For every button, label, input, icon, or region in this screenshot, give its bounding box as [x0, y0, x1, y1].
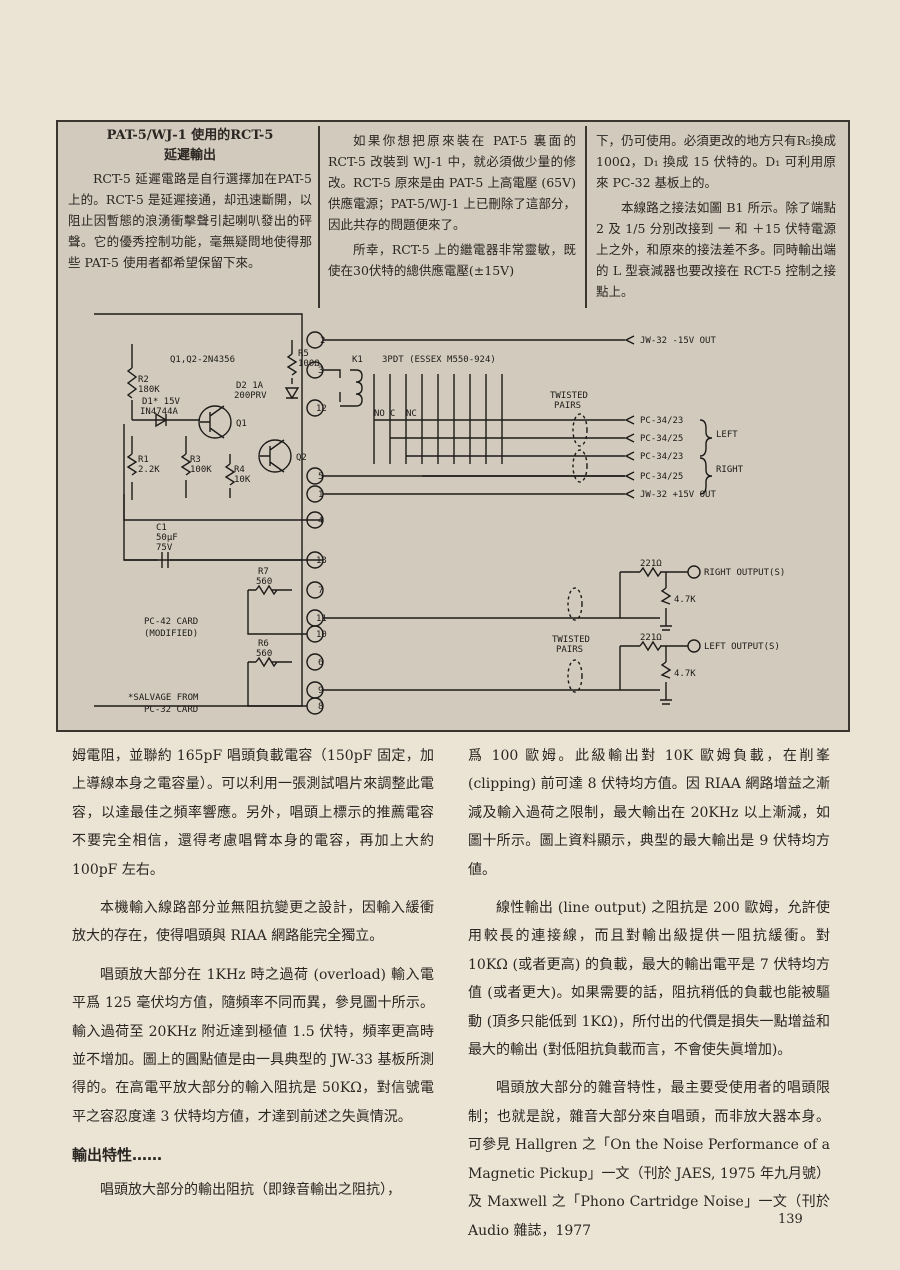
d2-label: D2 1A — [236, 381, 264, 391]
r6-value: 560 — [256, 649, 272, 659]
right-channel-label: RIGHT — [716, 465, 744, 475]
terminal-label: 2 — [320, 336, 325, 346]
transistor-label: Q1,Q2-2N4356 — [170, 355, 235, 365]
terminal-label: 1 — [318, 490, 323, 500]
terminal-label: 5 — [318, 472, 323, 482]
d1-label: D1* 15V — [142, 397, 181, 407]
terminal-label: 10 — [316, 630, 327, 640]
r4-label: R4 — [234, 465, 245, 475]
relay-no-label: NO — [374, 409, 385, 419]
d2-value: 200PRV — [234, 391, 267, 401]
sidebar-title: PAT-5/WJ-1 使用的RCT-5 延遲輸出 — [68, 126, 312, 166]
q2-label: Q2 — [296, 453, 307, 463]
c1-voltage: 75V — [156, 543, 173, 553]
resistor-label: 221Ω — [640, 633, 662, 643]
jw32-pos-label: JW-32 +15V OUT — [640, 490, 716, 500]
rct5-circuit-schematic: 2 3 12 5 1 4 13 7 11 10 6 9 8 Q1,Q2-2N43… — [94, 313, 785, 715]
sidebar-column-2: 如果你想把原來裝在 PAT-5 裏面的 RCT-5 改裝到 WJ-1 中，就必須… — [328, 130, 576, 285]
sidebar-paragraph: RCT-5 延遲電路是自行選擇加在PAT-5 上的。RCT-5 是延遲接通，却迅… — [68, 171, 312, 270]
column-divider — [585, 126, 587, 308]
r4-value: 10K — [234, 475, 251, 485]
sidebar-paragraph: 如果你想把原來裝在 PAT-5 裏面的 RCT-5 改裝到 WJ-1 中，就必須… — [328, 133, 576, 232]
pc-label: PC-34/23 — [640, 416, 683, 426]
sidebar-paragraph: 所幸，RCT-5 上的繼電器非常靈敏，既使在30伏特的總供應電壓(±15V) — [328, 242, 576, 278]
relay-label: 3PDT (ESSEX M550-924) — [382, 355, 496, 365]
r5-value: 100Ω — [298, 359, 320, 369]
left-channel-label: LEFT — [716, 430, 738, 440]
c1-label: C1 — [156, 523, 167, 533]
terminal-label: 11 — [316, 614, 327, 624]
terminal-label: 4 — [318, 516, 323, 526]
terminal-label: 12 — [316, 404, 327, 414]
r2-label: R2 — [138, 375, 149, 385]
r1-value: 2.2K — [138, 465, 160, 475]
r7-label: R7 — [258, 567, 269, 577]
pc-label: PC-34/25 — [640, 472, 683, 482]
terminal-label: 3 — [318, 366, 323, 376]
resistor-label: 221Ω — [640, 559, 662, 569]
right-output-label: RIGHT OUTPUT(S) — [704, 568, 785, 578]
sidebar-column-1: PAT-5/WJ-1 使用的RCT-5 延遲輸出 RCT-5 延遲電路是自行選擇… — [68, 126, 312, 277]
twisted-pairs-label: PAIRS — [554, 401, 581, 411]
schematic-text: 2 3 12 5 1 4 13 7 11 10 6 9 8 Q1,Q2-2N43… — [128, 336, 785, 715]
body-paragraph: 本機輸入線路部分並無阻抗變更之設計，因輸入緩衝放大的存在，使得唱頭與 RIAA … — [72, 900, 434, 945]
q1-label: Q1 — [236, 419, 247, 429]
relay-nc-label: NC — [406, 409, 417, 419]
d1-part: IN4744A — [140, 407, 179, 417]
r1-label: R1 — [138, 455, 149, 465]
card-label: PC-42 CARD — [144, 617, 198, 627]
page-number: 139 — [778, 1212, 803, 1227]
twisted-pairs-label: TWISTED — [550, 391, 588, 401]
pc-label: PC-34/25 — [640, 434, 683, 444]
r7-value: 560 — [256, 577, 272, 587]
sidebar-figure-box — [56, 120, 850, 732]
r5-label: R5 — [298, 349, 309, 359]
sidebar-title-line2: 延遲輸出 — [163, 148, 216, 163]
terminal-label: 7 — [318, 586, 323, 596]
section-heading: 輸出特性…… — [72, 1146, 163, 1165]
twisted-pairs-label: PAIRS — [556, 645, 583, 655]
salvage-note: *SALVAGE FROM — [128, 693, 199, 703]
column-divider — [318, 126, 320, 308]
terminal-label: 8 — [318, 702, 323, 712]
relay-c-label: C — [390, 409, 395, 419]
resistor-label: 4.7K — [674, 669, 696, 679]
pc-label: PC-34/23 — [640, 452, 683, 462]
salvage-note-card: PC-32 CARD — [144, 705, 198, 715]
r6-label: R6 — [258, 639, 269, 649]
r3-label: R3 — [190, 455, 201, 465]
r2-value: 180K — [138, 385, 160, 395]
body-paragraph: 唱頭放大部分的輸出阻抗（即錄音輸出之阻抗）， — [100, 1181, 401, 1198]
terminal-label: 6 — [318, 658, 323, 668]
c1-value: 50μF — [156, 533, 178, 543]
body-paragraph: 唱頭放大部分的雜音特性，最主要受使用者的唱頭限制；也就是說，雜音大部分來自唱頭，… — [468, 1080, 831, 1239]
jw32-neg-label: JW-32 -15V OUT — [640, 336, 716, 346]
body-left-column: 姆電阻，並聯約 165pF 唱頭負載電容（150pF 固定，加上導線本身之電容量… — [72, 742, 434, 1214]
left-output-label: LEFT OUTPUT(S) — [704, 642, 780, 652]
sidebar-title-line1: PAT-5/WJ-1 使用的RCT-5 — [106, 128, 274, 143]
twisted-pairs-label: TWISTED — [552, 635, 590, 645]
card-label-modified: (MODIFIED) — [144, 629, 198, 639]
body-paragraph: 爲 100 歐姆。此級輸出對 10K 歐姆負載，在削峯 (clipping) 前… — [468, 748, 830, 878]
r3-value: 100K — [190, 465, 212, 475]
sidebar-paragraph: 下，仍可使用。必須更改的地方只有R₅換成 100Ω，D₁ 換成 15 伏特的。D… — [596, 133, 836, 190]
sidebar-column-3: 下，仍可使用。必須更改的地方只有R₅換成 100Ω，D₁ 換成 15 伏特的。D… — [596, 130, 836, 306]
body-paragraph: 線性輸出 (line output) 之阻抗是 200 歐姆，允許使用較長的連接… — [468, 900, 830, 1059]
terminal-label: 9 — [318, 686, 323, 696]
k1-label: K1 — [352, 355, 363, 365]
body-paragraph: 姆電阻，並聯約 165pF 唱頭負載電容（150pF 固定，加上導線本身之電容量… — [72, 748, 434, 878]
body-paragraph: 唱頭放大部分在 1KHz 時之過荷 (overload) 輸入電平爲 125 毫… — [72, 966, 434, 1125]
resistor-label: 4.7K — [674, 595, 696, 605]
body-right-column: 爲 100 歐姆。此級輸出對 10K 歐姆負載，在削峯 (clipping) 前… — [468, 742, 830, 1255]
terminal-label: 13 — [316, 556, 327, 566]
sidebar-paragraph: 本線路之接法如圖 B1 所示。除了端點 2 及 1/5 分別改接到 一 和 ＋1… — [596, 200, 836, 299]
